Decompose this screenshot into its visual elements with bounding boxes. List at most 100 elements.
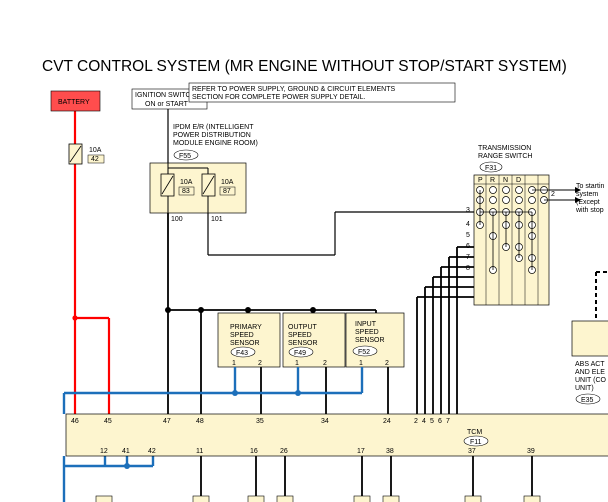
svg-text:47: 47 <box>163 418 171 425</box>
svg-text:F43: F43 <box>236 350 248 357</box>
ipdm-label: IPDM E/R (INTELLIGENT POWER DISTRIBUTION… <box>173 124 258 161</box>
svg-text:TRANSMISSION: TRANSMISSION <box>478 145 531 152</box>
battery: BATTERY <box>50 90 101 112</box>
svg-text:42: 42 <box>148 448 156 455</box>
svg-text:UNIT (CO: UNIT (CO <box>575 377 607 384</box>
svg-text:2: 2 <box>385 360 389 367</box>
svg-text:101: 101 <box>211 216 223 223</box>
tcm-module: TCM F11 46 45 47 48 35 34 24 2 4 5 6 7 1… <box>65 413 608 457</box>
svg-text:SENSOR: SENSOR <box>288 340 318 347</box>
svg-text:34: 34 <box>321 418 329 425</box>
svg-text:42: 42 <box>91 156 99 163</box>
svg-text:To startin: To startin <box>576 183 605 190</box>
trs-harness <box>416 246 474 414</box>
svg-text:TCM: TCM <box>467 429 482 436</box>
svg-text:system: system <box>576 191 598 198</box>
svg-text:UNIT): UNIT) <box>575 385 594 392</box>
svg-text:F31: F31 <box>485 165 497 172</box>
svg-text:41: 41 <box>122 448 130 455</box>
blue-circuit <box>62 367 364 502</box>
svg-text:PRIMARY: PRIMARY <box>230 324 262 331</box>
svg-text:6: 6 <box>438 418 442 425</box>
svg-text:INPUT: INPUT <box>355 321 377 328</box>
svg-text:AND ELE: AND ELE <box>575 369 605 376</box>
svg-text:16: 16 <box>250 448 258 455</box>
svg-text:SECTION FOR COMPLETE POWER SUP: SECTION FOR COMPLETE POWER SUPPLY DETAIL… <box>192 94 366 101</box>
svg-text:3: 3 <box>466 207 470 214</box>
svg-text:F55: F55 <box>179 153 191 160</box>
svg-text:E35: E35 <box>581 397 594 404</box>
svg-text:OUTPUT: OUTPUT <box>288 324 318 331</box>
blue-junctions <box>124 390 301 469</box>
battery-label: BATTERY <box>58 99 90 106</box>
svg-text:F52: F52 <box>358 349 370 356</box>
svg-text:IGNITION SWITCH: IGNITION SWITCH <box>135 92 196 99</box>
sensor-primary: 3 PRIMARY SPEED SENSOR F43 1 2 <box>217 312 281 368</box>
svg-text:8: 8 <box>466 265 470 272</box>
svg-text:10A: 10A <box>89 147 102 154</box>
svg-text:REFER TO POWER SUPPLY, GROUND: REFER TO POWER SUPPLY, GROUND & CIRCUIT … <box>192 86 395 93</box>
svg-text:POWER DISTRIBUTION: POWER DISTRIBUTION <box>173 132 251 139</box>
svg-text:SPEED: SPEED <box>355 329 379 336</box>
svg-text:F11: F11 <box>470 439 482 446</box>
svg-text:SENSOR: SENSOR <box>355 337 385 344</box>
svg-text:12: 12 <box>100 448 108 455</box>
svg-text:4: 4 <box>466 221 470 228</box>
svg-text:2: 2 <box>323 360 327 367</box>
tcm-bottom-wires <box>200 456 533 502</box>
svg-text:(Except: (Except <box>576 199 600 206</box>
svg-text:10A: 10A <box>180 179 193 186</box>
svg-text:6: 6 <box>466 243 470 250</box>
svg-text:1: 1 <box>232 360 236 367</box>
svg-text:83: 83 <box>182 188 190 195</box>
svg-text:RANGE SWITCH: RANGE SWITCH <box>478 153 532 160</box>
svg-text:100: 100 <box>171 216 183 223</box>
svg-text:ABS ACT: ABS ACT <box>575 361 605 368</box>
svg-text:F49: F49 <box>294 350 306 357</box>
page-title: CVT CONTROL SYSTEM (MR ENGINE WITHOUT ST… <box>42 58 567 75</box>
svg-text:1: 1 <box>359 360 363 367</box>
bottom-connector-stubs <box>95 495 541 502</box>
svg-text:26: 26 <box>280 448 288 455</box>
sensor-input: 3 INPUT SPEED SENSOR F52 1 2 <box>345 312 405 368</box>
svg-text:2: 2 <box>258 360 262 367</box>
ipdm-module: 10A 83 10A 87 100 101 <box>149 162 247 223</box>
sensor-output: 3 OUTPUT SPEED SENSOR F49 1 2 <box>282 312 346 368</box>
svg-text:SPEED: SPEED <box>288 332 312 339</box>
svg-text:37: 37 <box>468 448 476 455</box>
svg-text:39: 39 <box>527 448 535 455</box>
svg-text:38: 38 <box>386 448 394 455</box>
svg-text:35: 35 <box>256 418 264 425</box>
svg-text:MODULE ENGINE ROOM): MODULE ENGINE ROOM) <box>173 140 258 147</box>
fuse-42: 10A 42 <box>68 143 105 165</box>
junction-dots <box>165 307 316 313</box>
svg-text:2: 2 <box>551 191 555 198</box>
svg-text:5: 5 <box>466 232 470 239</box>
svg-text:D: D <box>516 177 521 184</box>
svg-text:48: 48 <box>196 418 204 425</box>
svg-text:N: N <box>503 177 508 184</box>
sensor-signal-wires <box>260 367 389 414</box>
trs-label: TRANSMISSION RANGE SWITCH F31 <box>478 145 532 173</box>
svg-text:87: 87 <box>223 188 231 195</box>
svg-text:SENSOR: SENSOR <box>230 340 260 347</box>
svg-text:2: 2 <box>414 418 418 425</box>
svg-text:45: 45 <box>104 418 112 425</box>
svg-text:46: 46 <box>71 418 79 425</box>
svg-text:10A: 10A <box>221 179 234 186</box>
svg-text:R: R <box>490 177 495 184</box>
svg-text:4: 4 <box>422 418 426 425</box>
svg-text:24: 24 <box>383 418 391 425</box>
svg-text:IPDM E/R (INTELLIGENT: IPDM E/R (INTELLIGENT <box>173 124 254 131</box>
svg-text:ON or START: ON or START <box>145 101 189 108</box>
power-supply-note: REFER TO POWER SUPPLY, GROUND & CIRCUIT … <box>188 82 456 103</box>
svg-text:with stop: with stop <box>575 207 604 214</box>
svg-text:SPEED: SPEED <box>230 332 254 339</box>
svg-text:5: 5 <box>430 418 434 425</box>
svg-text:7: 7 <box>466 254 470 261</box>
svg-text:17: 17 <box>357 448 365 455</box>
svg-text:1: 1 <box>295 360 299 367</box>
abs-actuator-unit: 26 ABS ACT AND ELE UNIT (CO UNIT) E35 <box>571 271 608 405</box>
svg-text:7: 7 <box>446 418 450 425</box>
